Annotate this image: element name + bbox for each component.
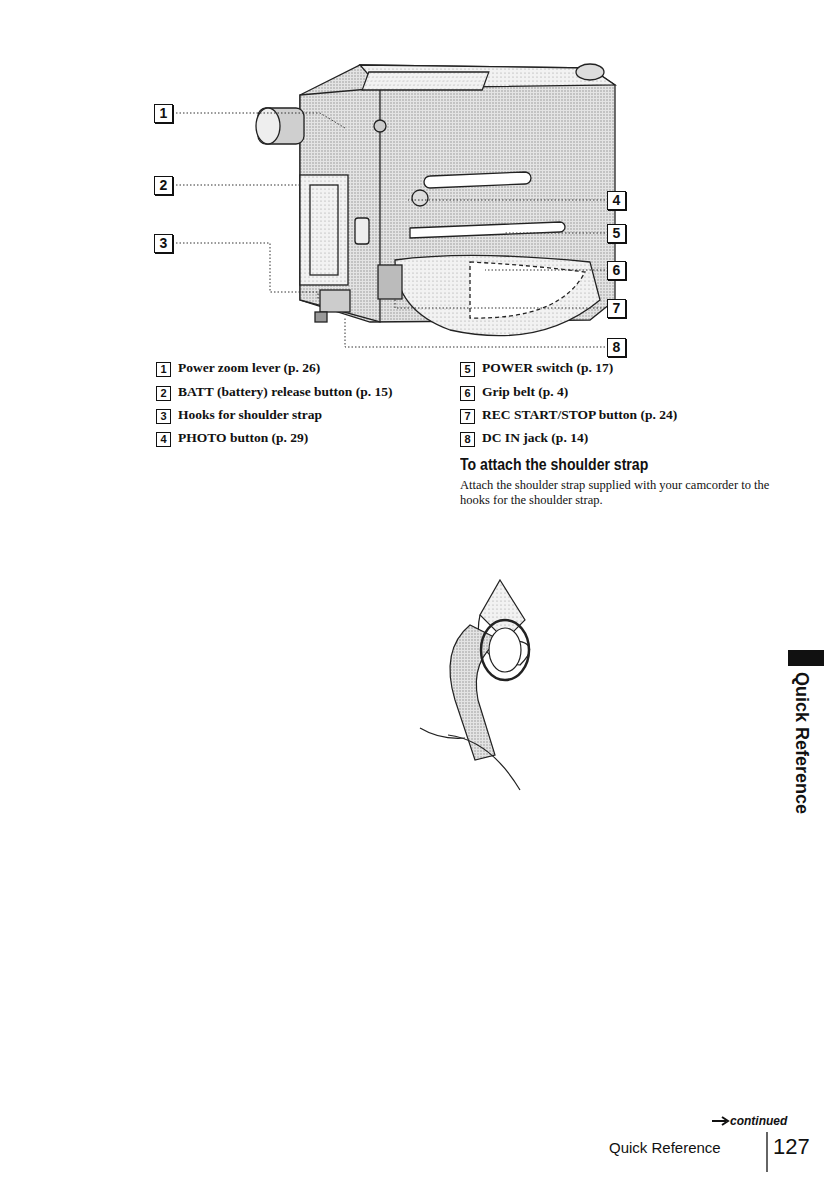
- footer-rule: [766, 1132, 767, 1172]
- list-number: 8: [460, 432, 475, 447]
- instruction-text: Attach the shoulder strap supplied with …: [460, 478, 770, 508]
- continued-note: continued: [730, 1114, 787, 1128]
- callout-number: 1: [154, 104, 173, 123]
- callout-number: 4: [607, 191, 626, 210]
- part-name: Hooks for shoulder strap: [178, 407, 322, 423]
- section-tab-bar: [788, 650, 824, 666]
- part-name: Power zoom lever (p. 26): [178, 360, 320, 376]
- camcorder-illustration: [256, 64, 615, 336]
- callout-number: 7: [607, 299, 626, 318]
- leader-lines: [176, 113, 605, 347]
- part-name: Grip belt (p. 4): [482, 384, 568, 400]
- list-number: 5: [460, 362, 475, 377]
- list-number: 4: [156, 432, 171, 447]
- list-number: 3: [156, 409, 171, 424]
- part-name: BATT (battery) release button (p. 15): [178, 384, 392, 400]
- callout-number: 2: [154, 176, 173, 195]
- callout-number: 3: [154, 234, 173, 253]
- callout-number: 6: [607, 261, 626, 280]
- part-name: PHOTO button (p. 29): [178, 430, 308, 446]
- list-number: 2: [156, 386, 171, 401]
- list-number: 7: [460, 409, 475, 424]
- footer-section: Quick Reference: [609, 1139, 721, 1156]
- part-name: DC IN jack (p. 14): [482, 430, 588, 446]
- callout-number: 8: [607, 338, 626, 357]
- part-name: POWER switch (p. 17): [482, 360, 613, 376]
- page-number: 127: [773, 1134, 810, 1160]
- continued-arrow: [712, 1117, 728, 1125]
- section-tab-label: Quick Reference: [791, 672, 812, 814]
- callout-number: 5: [607, 224, 626, 243]
- shoulder-strap-illustration: [420, 580, 530, 790]
- part-name: REC START/STOP button (p. 24): [482, 407, 677, 423]
- list-number: 1: [156, 362, 171, 377]
- list-number: 6: [460, 386, 475, 401]
- text: To attach the shoulder strap: [460, 456, 648, 474]
